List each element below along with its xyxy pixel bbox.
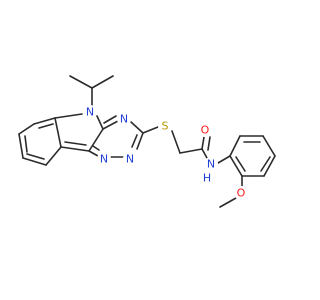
bond-benz-4 bbox=[22, 157, 47, 166]
bond-tri-2 bbox=[130, 121, 144, 134]
triazine-nitrogen-1-label: N bbox=[97, 152, 111, 166]
sulfur-label: S bbox=[158, 119, 172, 133]
bond-pyrrole-3 bbox=[88, 128, 104, 152]
sulfur-text: S bbox=[162, 120, 169, 133]
bond-tri-1 bbox=[102, 120, 119, 130]
methoxy-oxygen-label: O bbox=[234, 186, 248, 200]
bond-co-o bbox=[201, 136, 205, 150]
bond-benz-2 bbox=[54, 117, 62, 148]
methoxy-oxygen-text: O bbox=[237, 187, 246, 200]
bond-benz-6 bbox=[18, 123, 35, 135]
triazine-top-nitrogen-label: N bbox=[117, 112, 131, 126]
triazine-nitrogen-1-text: N bbox=[100, 153, 108, 166]
atom-labels: N N N N S O N H bbox=[83, 105, 248, 200]
bond-benz-1 bbox=[33, 117, 56, 125]
bond-c-s bbox=[142, 126, 159, 134]
bond-benz-d1 bbox=[38, 123, 54, 129]
bond-tri-3d bbox=[131, 134, 138, 148]
bonds bbox=[18, 75, 276, 208]
bond-pyrrole-1 bbox=[54, 113, 83, 119]
bond-co-o-d bbox=[207, 136, 211, 151]
bond-benz-d3 bbox=[24, 135, 28, 153]
bond-o-me bbox=[219, 197, 237, 208]
bond-ar-3 bbox=[262, 135, 276, 157]
carbonyl-oxygen-label: O bbox=[198, 123, 212, 137]
bond-ch2-co bbox=[179, 148, 203, 154]
carbonyl-oxygen-text: O bbox=[201, 124, 210, 137]
amide-nitrogen-label: N bbox=[204, 157, 218, 171]
bond-co-nh bbox=[201, 148, 208, 159]
amide-nitrogen-text: N bbox=[207, 158, 215, 171]
bond-tri-3 bbox=[136, 132, 144, 150]
triazine-nitrogen-2-text: N bbox=[126, 153, 134, 166]
bond-ar-d3 bbox=[235, 156, 246, 172]
bond-benz-d2 bbox=[26, 153, 45, 160]
molecule-structure: N N N N S O N H bbox=[18, 75, 276, 208]
triazine-top-nitrogen-text: N bbox=[120, 113, 128, 126]
bond-tri-1d bbox=[103, 115, 117, 124]
amide-hydrogen-text: H bbox=[203, 172, 211, 185]
amide-hydrogen-label: H bbox=[201, 172, 213, 185]
bond-pyrrole-2 bbox=[96, 115, 104, 130]
bond-nh-aryl bbox=[217, 155, 231, 164]
indole-nitrogen-label: N bbox=[83, 105, 97, 119]
triazine-nitrogen-2-label: N bbox=[123, 152, 137, 166]
bond-benz-3 bbox=[45, 146, 62, 166]
bond-pyrrole-d bbox=[64, 141, 87, 146]
bond-tri-5d bbox=[92, 145, 100, 151]
bond-benz-5 bbox=[18, 133, 24, 159]
bond-ar-d2 bbox=[260, 156, 271, 172]
bond-pyrrole-4 bbox=[60, 146, 90, 152]
bond-ar-4 bbox=[263, 155, 276, 177]
bond-isopropyl-ch-me2 bbox=[91, 75, 114, 89]
bond-s-ch2 bbox=[171, 130, 181, 154]
bond-ar-1 bbox=[229, 135, 241, 157]
bond-isopropyl-ch-me1 bbox=[69, 75, 93, 89]
bond-ar-6 bbox=[229, 155, 243, 177]
indole-nitrogen-text: N bbox=[86, 106, 94, 119]
bond-tri-5 bbox=[88, 150, 99, 157]
